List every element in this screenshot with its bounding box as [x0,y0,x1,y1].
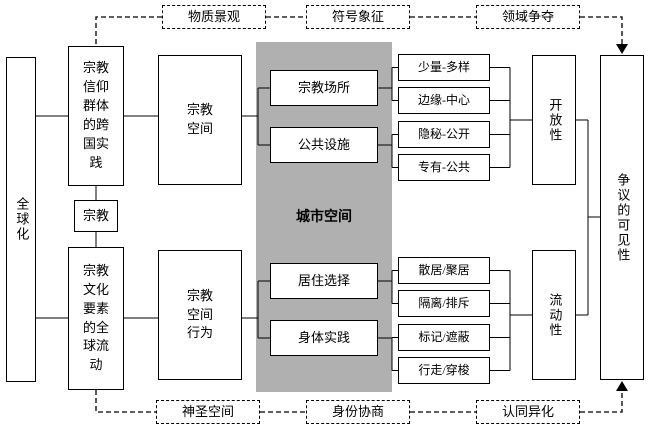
node-territorial-contest-label: 领域争夺 [501,8,554,24]
node-identity-alienation: 认同异化 [476,400,580,424]
node-public-facilities: 公共设施 [270,127,378,163]
node-residence-choice: 居住选择 [270,263,378,299]
node-identity-negotiation: 身份协商 [306,400,410,424]
node-territorial-contest: 领域争夺 [476,5,580,29]
dashed-links-top [95,16,623,46]
node-transnational-practice-label: 宗教信仰群体的跨国实践 [82,60,109,170]
node-bodily-practice-label: 身体实践 [297,329,350,345]
node-pair-exclusive-public: 专有-公共 [398,154,490,181]
node-pair-exclusive-public-label: 专有-公共 [418,159,470,174]
node-pair-edge-center: 边缘-中心 [398,87,490,114]
node-contested-visibility-label: 争议的可见性 [615,172,631,263]
node-transnational-practice: 宗教信仰群体的跨国实践 [68,46,124,186]
node-pair-few-diverse: 少量-多样 [398,54,490,81]
node-religious-space-behavior: 宗教空间行为 [158,250,242,380]
node-religious-sites-label: 宗教场所 [297,79,350,95]
node-pair-scattered-clustered-label: 散居/聚居 [418,262,470,277]
node-globalization: 全球化 [6,57,36,382]
node-religious-sites: 宗教场所 [270,70,378,106]
node-global-flow: 宗教文化要素的全球流动 [68,247,124,390]
solid-links-pairs-bottom [378,270,398,371]
node-mobility: 流动性 [532,250,576,380]
solid-links-visibility [576,119,600,316]
node-pair-scattered-clustered: 散居/聚居 [398,257,490,284]
node-global-flow-label: 宗教文化要素的全球流动 [82,262,109,373]
node-pair-few-diverse-label: 少量-多样 [418,59,470,74]
node-religious-space-label: 宗教空间 [186,102,213,136]
node-contested-visibility: 争议的可见性 [600,55,644,380]
node-pair-walking-shuttling: 行走/穿梭 [398,357,490,384]
node-mobility-label: 流动性 [547,292,563,338]
arrow-down-icon [616,44,628,54]
node-religion: 宗教 [74,200,118,232]
node-symbolic: 符号象征 [306,5,410,29]
node-public-facilities-label: 公共设施 [297,136,350,152]
urban-space-title: 城市空间 [296,210,352,225]
node-pair-marking-shielding: 标记/遮蔽 [398,324,490,351]
node-identity-alienation-label: 认同异化 [501,403,554,419]
node-bodily-practice: 身体实践 [270,320,378,356]
solid-links-space-brackets [242,87,270,339]
node-symbolic-label: 符号象征 [331,8,384,24]
solid-links-openness [490,67,532,168]
node-pair-edge-center-label: 边缘-中心 [418,92,470,107]
node-pair-walking-shuttling-label: 行走/穿梭 [418,362,470,377]
solid-links-pairs-top [378,67,398,168]
node-pair-isolation-exclusion-label: 隔离/排斥 [418,295,470,310]
node-sacred-space: 神圣空间 [156,400,260,424]
node-pair-hidden-public: 隐秘-公开 [398,121,490,148]
node-globalization-label: 全球化 [14,197,30,242]
node-pair-isolation-exclusion: 隔离/排斥 [398,290,490,317]
solid-links-left [36,115,158,319]
node-pair-hidden-public-label: 隐秘-公开 [418,126,470,141]
node-openness-label: 开放性 [547,97,563,143]
node-pair-marking-shielding-label: 标记/遮蔽 [418,329,470,344]
node-residence-choice-label: 居住选择 [297,272,350,288]
node-material-landscape: 物质景观 [162,5,266,29]
arrow-up-icon [616,381,628,391]
node-sacred-space-label: 神圣空间 [181,403,234,419]
node-religious-space-behavior-label: 宗教空间行为 [186,287,213,341]
node-material-landscape-label: 物质景观 [187,8,240,24]
solid-links-mobility [490,270,532,371]
node-identity-negotiation-label: 身份协商 [331,403,384,419]
node-religious-space: 宗教空间 [158,55,242,185]
node-openness: 开放性 [532,55,576,185]
node-religion-label: 宗教 [82,207,109,223]
